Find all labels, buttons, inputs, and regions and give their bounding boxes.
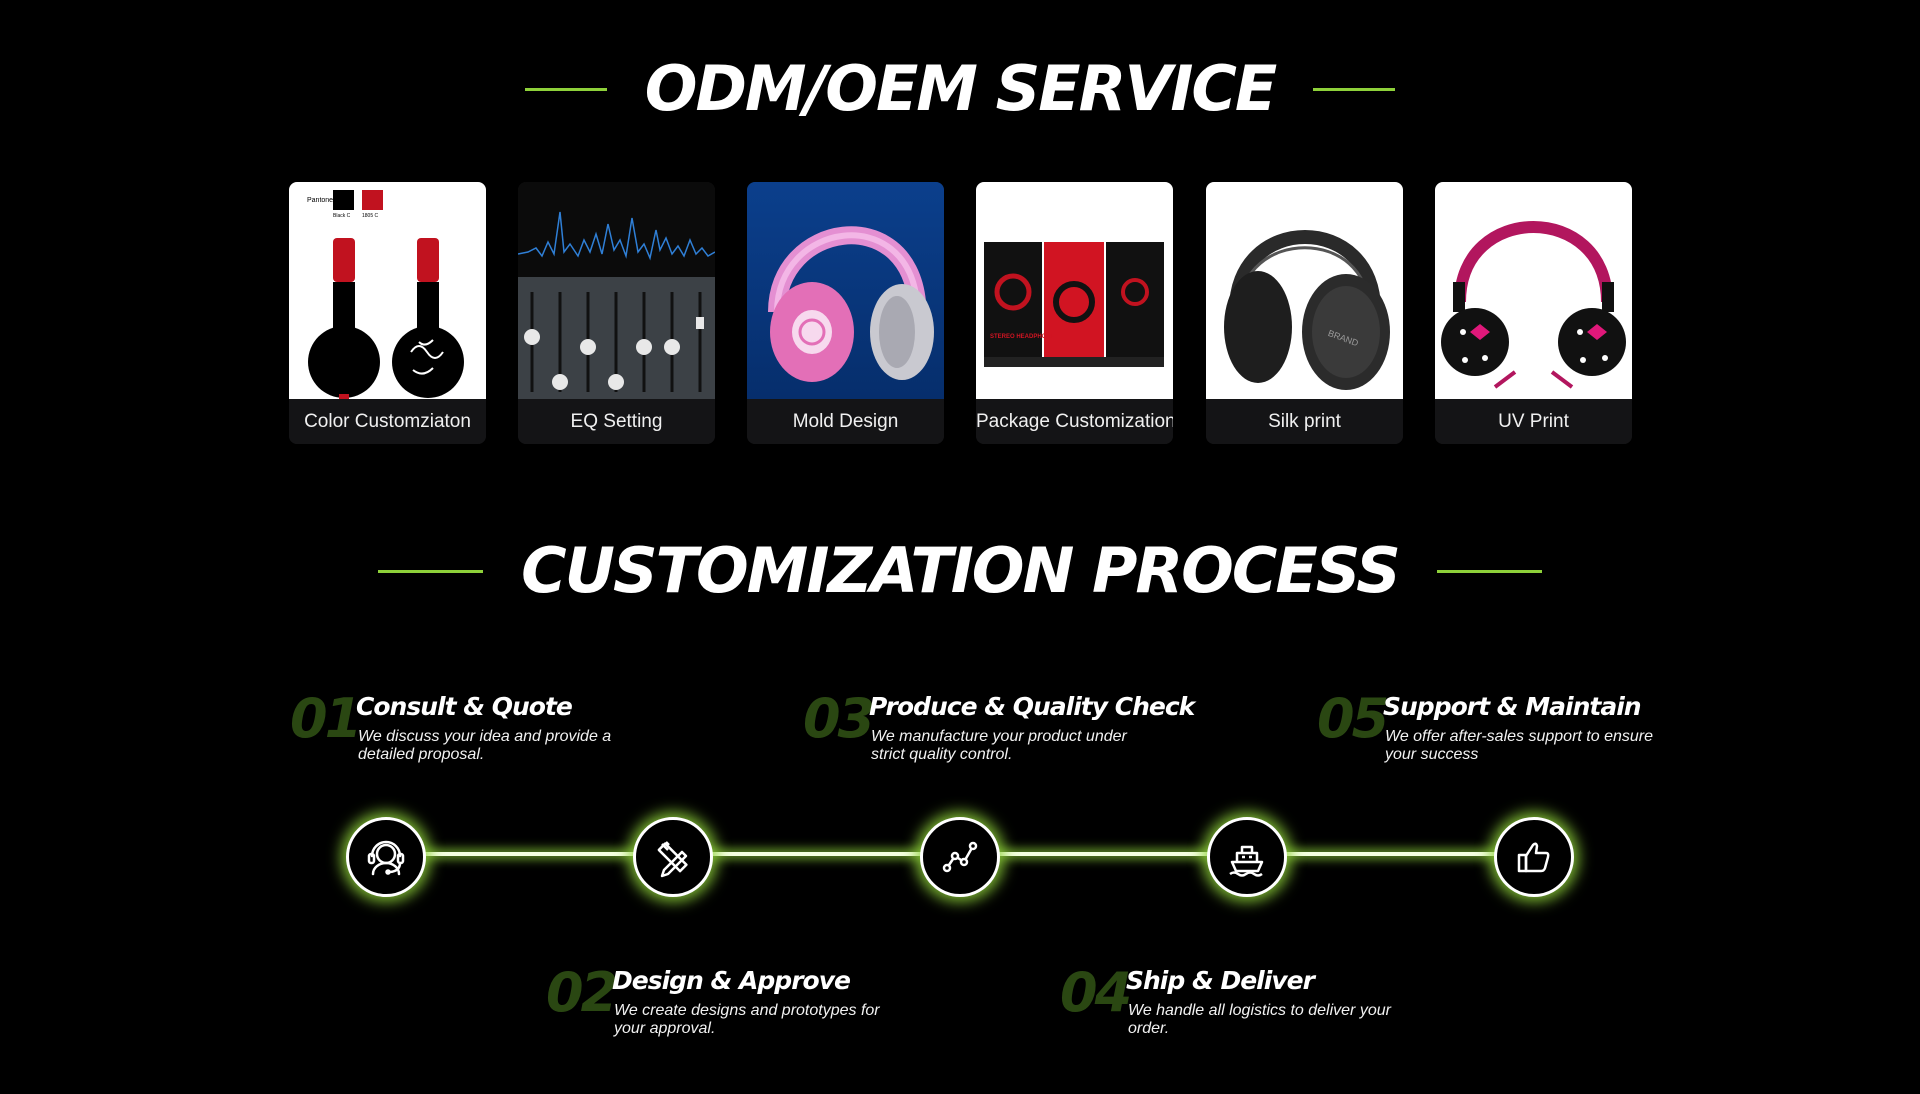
swatch-red-label: 1805 C xyxy=(362,213,379,219)
headset-support-icon[interactable] xyxy=(346,817,426,897)
chart-line-icon[interactable] xyxy=(920,817,1000,897)
heading-rule-left xyxy=(378,569,484,573)
step-number: 03 xyxy=(803,687,875,750)
step-number: 02 xyxy=(546,961,618,1024)
pantone-label: Pantone xyxy=(307,197,333,204)
pencil-ruler-icon[interactable] xyxy=(633,817,713,897)
eq-setting-image xyxy=(518,182,715,399)
step-number: 01 xyxy=(290,687,362,750)
card-color-customization[interactable]: Pantone Black C 1805 C Color Customziato… xyxy=(289,182,486,444)
step-03: 03 Produce & Quality Check We manufactur… xyxy=(803,687,1203,764)
step-title: Produce & Quality Check xyxy=(869,692,1195,721)
step-number: 05 xyxy=(1317,687,1389,750)
silk-print-image: BRAND xyxy=(1206,182,1403,399)
step-05: 05 Support & Maintain We offer after-sal… xyxy=(1317,687,1717,764)
card-label: Silk print xyxy=(1206,399,1403,444)
card-label: Package Customization xyxy=(976,399,1173,444)
heading-rule-right xyxy=(1436,569,1542,573)
card-silk-print[interactable]: BRAND Silk print xyxy=(1206,182,1403,444)
step-title: Consult & Quote xyxy=(356,692,573,721)
step-02: 02 Design & Approve We create designs an… xyxy=(546,961,946,1038)
swatch-black-label: Black C xyxy=(333,213,351,219)
step-description: We offer after-sales support to ensure y… xyxy=(1385,728,1653,763)
card-label: UV Print xyxy=(1435,399,1632,444)
odm-title: ODM/OEM SERVICE xyxy=(644,52,1278,125)
step-04: 04 Ship & Deliver We handle all logistic… xyxy=(1060,961,1460,1038)
step-description: We manufacture your product under strict… xyxy=(871,728,1127,763)
step-description: We handle all logistics to deliver your … xyxy=(1128,1002,1391,1037)
card-eq-setting[interactable]: EQ Setting xyxy=(518,182,715,444)
package-box-text: STEREO HEADPHONE xyxy=(990,334,1055,340)
step-title: Support & Maintain xyxy=(1383,692,1642,721)
card-mold-design[interactable]: Mold Design xyxy=(747,182,944,444)
step-description: We discuss your idea and provide a detai… xyxy=(358,728,612,763)
card-uv-print[interactable]: UV Print xyxy=(1435,182,1632,444)
color-customization-image: Pantone Black C 1805 C xyxy=(289,182,486,399)
step-number: 04 xyxy=(1060,961,1132,1024)
mold-design-image xyxy=(747,182,944,399)
service-cards: Pantone Black C 1805 C Color Customziato… xyxy=(289,182,1632,444)
process-heading: CUSTOMIZATION PROCESS xyxy=(0,540,1920,602)
step-01: 01 Consult & Quote We discuss your idea … xyxy=(290,687,690,764)
thumbs-up-icon[interactable] xyxy=(1494,817,1574,897)
step-title: Design & Approve xyxy=(612,966,851,995)
odm-heading: ODM/OEM SERVICE xyxy=(0,58,1920,120)
card-label: Color Customziaton xyxy=(289,399,486,444)
ship-icon[interactable] xyxy=(1207,817,1287,897)
heading-rule-left xyxy=(524,87,607,91)
package-customization-image: STEREO HEADPHONE xyxy=(976,182,1173,399)
step-title: Ship & Deliver xyxy=(1126,966,1315,995)
card-label: Mold Design xyxy=(747,399,944,444)
heading-rule-right xyxy=(1313,87,1396,91)
process-title: CUSTOMIZATION PROCESS xyxy=(521,534,1401,607)
uv-print-image xyxy=(1435,182,1632,399)
card-label: EQ Setting xyxy=(518,399,715,444)
card-package-customization[interactable]: STEREO HEADPHONE Package Customization xyxy=(976,182,1173,444)
step-description: We create designs and prototypes for you… xyxy=(614,1002,880,1037)
